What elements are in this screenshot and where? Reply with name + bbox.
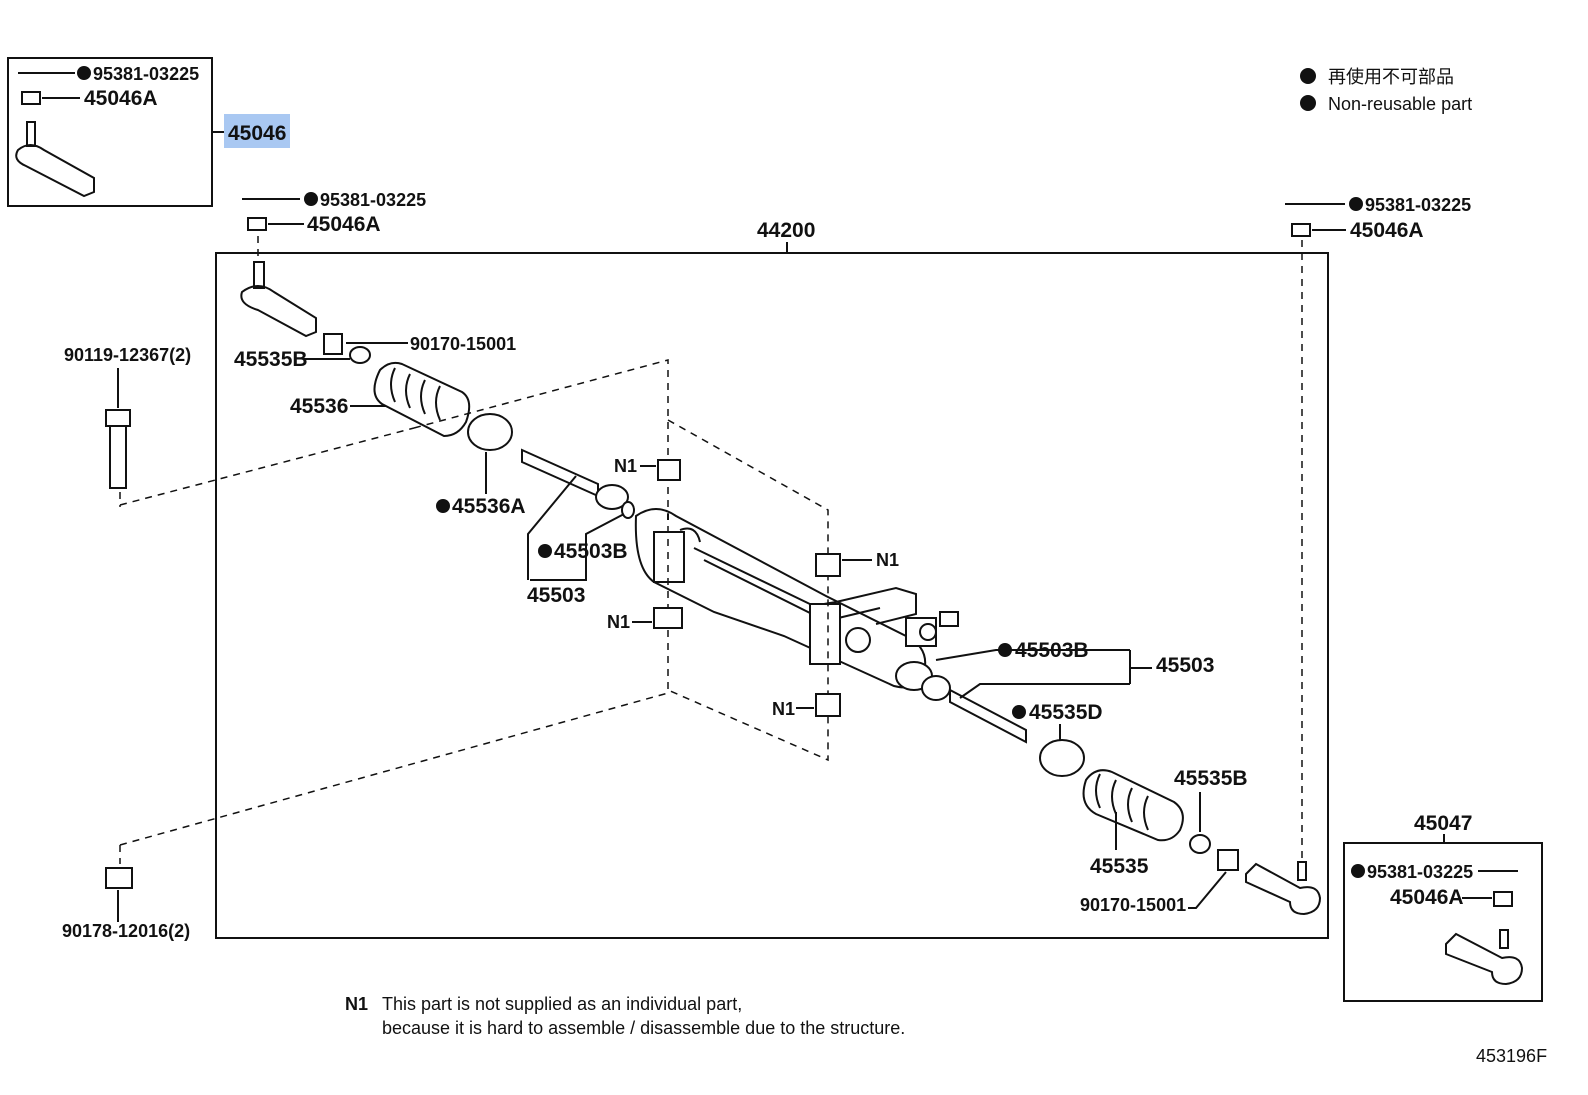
non-reusable-dot-icon bbox=[304, 192, 318, 206]
label-r-pin[interactable]: 95381-03225 bbox=[1365, 195, 1471, 215]
label-n1-a[interactable]: N1 bbox=[614, 456, 637, 476]
right-clip-group: 45535B bbox=[1174, 767, 1248, 854]
label-l-boot[interactable]: 45536 bbox=[290, 395, 348, 418]
legend: 再使用不可部品 Non-reusable part bbox=[1300, 67, 1472, 114]
mount-icon bbox=[653, 607, 683, 629]
label-r-clip[interactable]: 45535B bbox=[1174, 767, 1248, 790]
clip-icon bbox=[349, 346, 371, 364]
castle-nut-icon bbox=[21, 91, 41, 105]
label-tl-nut[interactable]: 45046A bbox=[84, 87, 158, 110]
non-reusable-dot-icon bbox=[77, 66, 91, 80]
right-inner-rod-group: 45503B 45503 bbox=[935, 639, 1214, 744]
label-r-rod-part[interactable]: 45503B bbox=[1015, 639, 1089, 662]
tie-rod-end-icon bbox=[1245, 861, 1322, 916]
label-n1-d[interactable]: N1 bbox=[772, 699, 795, 719]
non-reusable-dot-icon bbox=[1012, 705, 1026, 719]
n1-mount-a: N1 bbox=[614, 456, 681, 481]
label-br-nut[interactable]: 45046A bbox=[1390, 886, 1464, 909]
tie-rod-end-icon bbox=[240, 261, 317, 338]
left-inner-rod-group: 45503B 45503 bbox=[521, 448, 635, 607]
label-l-nut[interactable]: 45046A bbox=[307, 213, 381, 236]
label-n1-b[interactable]: N1 bbox=[876, 550, 899, 570]
non-reusable-dot-icon bbox=[998, 643, 1012, 657]
label-l-rod[interactable]: 45503 bbox=[527, 584, 585, 607]
band-clamp-icon bbox=[467, 413, 513, 451]
castle-nut-icon bbox=[1493, 891, 1513, 907]
non-reusable-dot-icon bbox=[1349, 197, 1363, 211]
legend-dot-icon bbox=[1300, 95, 1316, 111]
label-r-boot[interactable]: 45535 bbox=[1090, 855, 1149, 878]
label-bolt-top[interactable]: 90119-12367(2) bbox=[64, 345, 191, 365]
highlight-box bbox=[224, 114, 290, 148]
bolt-bottom-group: 90178-12016(2) bbox=[62, 692, 669, 941]
left-boot-group: 45536 bbox=[290, 361, 471, 438]
n1-mount-b: N1 bbox=[815, 550, 899, 577]
tie-rod-end-icon bbox=[1445, 929, 1524, 986]
mount-icon bbox=[815, 553, 841, 577]
non-reusable-dot-icon bbox=[538, 544, 552, 558]
non-reusable-dot-icon bbox=[1351, 864, 1365, 878]
label-assembly[interactable]: 44200 bbox=[757, 219, 815, 242]
bolt-icon bbox=[105, 409, 131, 489]
boot-icon bbox=[1082, 769, 1184, 842]
label-bolt-bottom[interactable]: 90178-12016(2) bbox=[62, 921, 190, 941]
left-small-clamp-group: 90170-15001 bbox=[323, 333, 516, 355]
label-tl-pin[interactable]: 95381-03225 bbox=[93, 64, 199, 84]
nut-icon bbox=[105, 867, 133, 889]
label-l-clamp-small[interactable]: 90170-15001 bbox=[410, 334, 516, 354]
rack-housing bbox=[634, 508, 959, 701]
note-marker: N1 bbox=[345, 994, 368, 1014]
left-big-clamp-group: 45536A bbox=[436, 413, 526, 518]
label-r-rod[interactable]: 45503 bbox=[1156, 654, 1214, 677]
inset-tie-rod-end-left: 95381-03225 45046A 45046 bbox=[7, 57, 290, 207]
label-r-clamp-big[interactable]: 45535D bbox=[1029, 701, 1103, 724]
right-tie-rod-end bbox=[1245, 861, 1322, 916]
bolt-top-group: 90119-12367(2) bbox=[64, 345, 415, 507]
n1-mount-c: N1 bbox=[607, 607, 683, 632]
tie-rod-end-icon bbox=[15, 121, 95, 198]
mount-icon bbox=[657, 459, 681, 481]
band-clamp-icon bbox=[1039, 739, 1085, 777]
inset-tie-rod-end-right: 45047 95381-03225 45046A bbox=[1343, 812, 1543, 1002]
label-l-rod-part[interactable]: 45503B bbox=[554, 540, 628, 563]
inner-tie-rod-icon bbox=[949, 688, 1027, 744]
left-tie-rod-end bbox=[240, 261, 317, 338]
label-tl-end[interactable]: 45046 bbox=[228, 122, 286, 145]
left-clip-group: 45535B bbox=[234, 346, 371, 371]
right-pin-nut-group: 95381-03225 45046A bbox=[1285, 195, 1471, 860]
inner-tie-rod-icon bbox=[521, 448, 599, 498]
note-line-2: because it is hard to assemble / disasse… bbox=[382, 1018, 905, 1038]
label-l-clamp-big[interactable]: 45536A bbox=[452, 495, 526, 518]
figure-code: 453196F bbox=[1476, 1046, 1547, 1066]
label-l-pin[interactable]: 95381-03225 bbox=[320, 190, 426, 210]
label-r-clamp-small[interactable]: 90170-15001 bbox=[1080, 895, 1186, 915]
right-big-clamp-group: 45535D bbox=[1012, 701, 1103, 777]
right-small-clamp-group: 90170-15001 bbox=[1080, 849, 1239, 915]
assembly-frame: 44200 bbox=[215, 219, 1329, 939]
castle-nut-icon bbox=[1291, 223, 1311, 237]
mount-icon bbox=[815, 693, 841, 717]
non-reusable-dot-icon bbox=[436, 499, 450, 513]
left-pin-nut-group: 95381-03225 45046A bbox=[242, 190, 426, 258]
clamp-icon bbox=[1217, 849, 1239, 871]
label-br-end[interactable]: 45047 bbox=[1414, 812, 1472, 835]
right-boot-group: 45535 bbox=[1082, 769, 1184, 878]
label-n1-c[interactable]: N1 bbox=[607, 612, 630, 632]
n1-mount-d: N1 bbox=[772, 693, 841, 719]
castle-nut-icon bbox=[247, 217, 267, 231]
label-br-pin[interactable]: 95381-03225 bbox=[1367, 862, 1473, 882]
label-l-clip[interactable]: 45535B bbox=[234, 348, 308, 371]
clip-icon bbox=[1189, 834, 1211, 854]
legend-dot-icon bbox=[1300, 68, 1316, 84]
legend-en: Non-reusable part bbox=[1328, 94, 1472, 114]
legend-jp: 再使用不可部品 bbox=[1328, 67, 1454, 87]
note-line-1: This part is not supplied as an individu… bbox=[382, 994, 742, 1014]
dashed-outline bbox=[413, 359, 829, 762]
clamp-icon bbox=[323, 333, 343, 355]
footnote: N1 This part is not supplied as an indiv… bbox=[345, 994, 905, 1038]
label-r-nut[interactable]: 45046A bbox=[1350, 219, 1424, 242]
